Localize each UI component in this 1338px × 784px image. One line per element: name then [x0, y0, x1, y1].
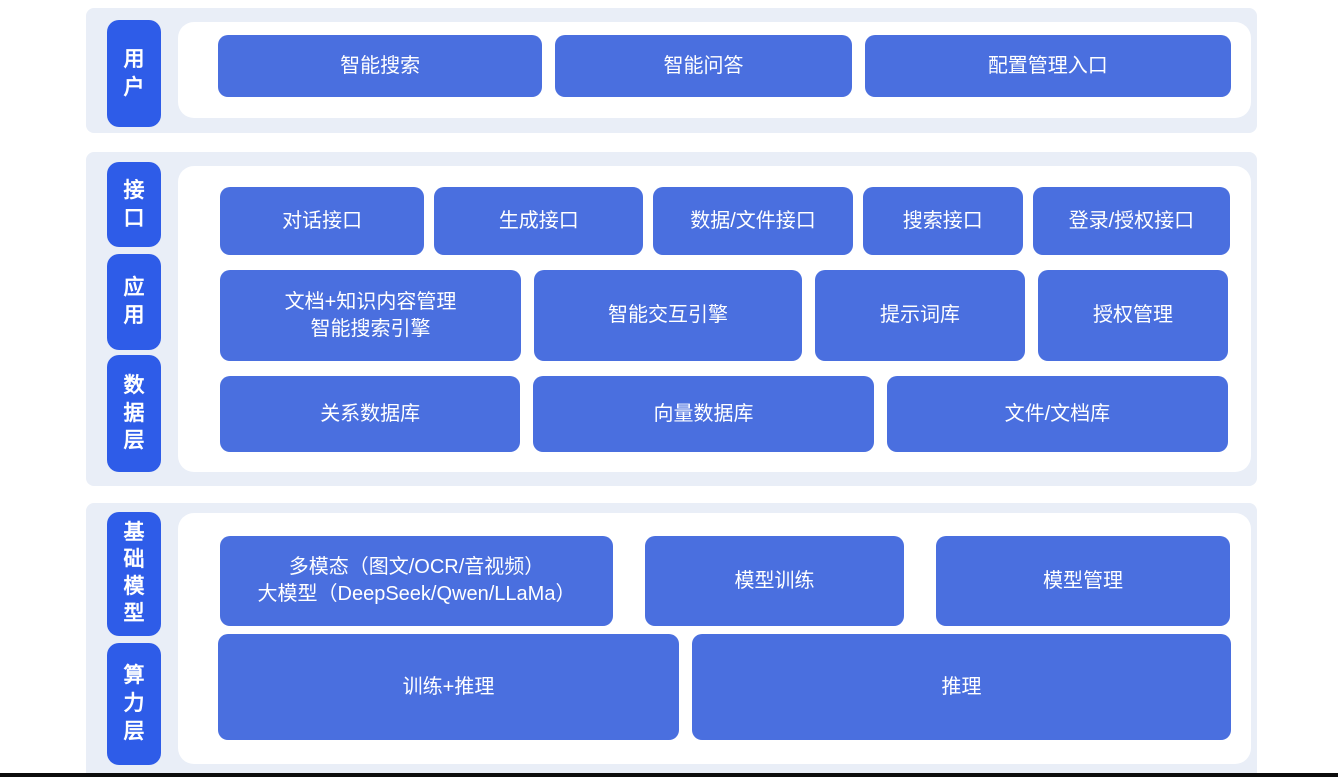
layer-label-interface: 接 口: [107, 162, 161, 247]
node-doc-knowledge-management-search-engine: 文档+知识内容管理 智能搜索引擎: [220, 270, 521, 361]
layer-label-user: 用 户: [107, 20, 161, 127]
node-dialog-api: 对话接口: [220, 187, 425, 255]
compute-layer-row: 训练+推理 推理: [218, 634, 1231, 740]
node-data-file-api: 数据/文件接口: [653, 187, 853, 255]
node-authorization-management: 授权管理: [1038, 270, 1228, 361]
interface-row: 对话接口 生成接口 数据/文件接口 搜索接口 登录/授权接口: [220, 187, 1230, 255]
node-training-plus-inference: 训练+推理: [218, 634, 679, 740]
node-model-training: 模型训练: [645, 536, 904, 626]
node-search-api: 搜索接口: [862, 187, 1023, 255]
node-vector-database: 向量数据库: [533, 376, 874, 452]
node-relational-database: 关系数据库: [220, 376, 521, 452]
layer-label-application: 应 用: [107, 254, 161, 350]
node-login-auth-api: 登录/授权接口: [1032, 187, 1230, 255]
foundation-model-row: 多模态（图文/OCR/音视频） 大模型（DeepSeek/Qwen/LLaMa）…: [220, 536, 1230, 626]
user-layer-row: 智能搜索 智能问答 配置管理入口: [218, 35, 1231, 97]
node-smart-qa: 智能问答: [555, 35, 852, 97]
node-inference: 推理: [692, 634, 1231, 740]
layer-label-compute-layer: 算 力 层: [107, 643, 161, 765]
node-smart-interaction-engine: 智能交互引擎: [534, 270, 802, 361]
layer-label-data-layer: 数 据 层: [107, 355, 161, 472]
node-prompt-library: 提示词库: [815, 270, 1025, 361]
node-generation-api: 生成接口: [434, 187, 644, 255]
bottom-layers-panel: 多模态（图文/OCR/音视频） 大模型（DeepSeek/Qwen/LLaMa）…: [178, 513, 1251, 764]
node-file-document-store: 文件/文档库: [886, 376, 1229, 452]
node-smart-search: 智能搜索: [218, 35, 543, 97]
user-layer-panel: 智能搜索 智能问答 配置管理入口: [178, 22, 1251, 118]
node-config-management-entry: 配置管理入口: [864, 35, 1231, 97]
node-model-management: 模型管理: [936, 536, 1230, 626]
bottom-divider-line: [0, 773, 1338, 777]
middle-layers-panel: 对话接口 生成接口 数据/文件接口 搜索接口 登录/授权接口 文档+知识内容管理…: [178, 166, 1251, 472]
layer-label-foundation-model: 基 础 模 型: [107, 512, 161, 636]
data-layer-row: 关系数据库 向量数据库 文件/文档库: [220, 376, 1229, 452]
node-multimodal-large-model: 多模态（图文/OCR/音视频） 大模型（DeepSeek/Qwen/LLaMa）: [220, 536, 613, 626]
application-row: 文档+知识内容管理 智能搜索引擎 智能交互引擎 提示词库 授权管理: [220, 270, 1228, 361]
